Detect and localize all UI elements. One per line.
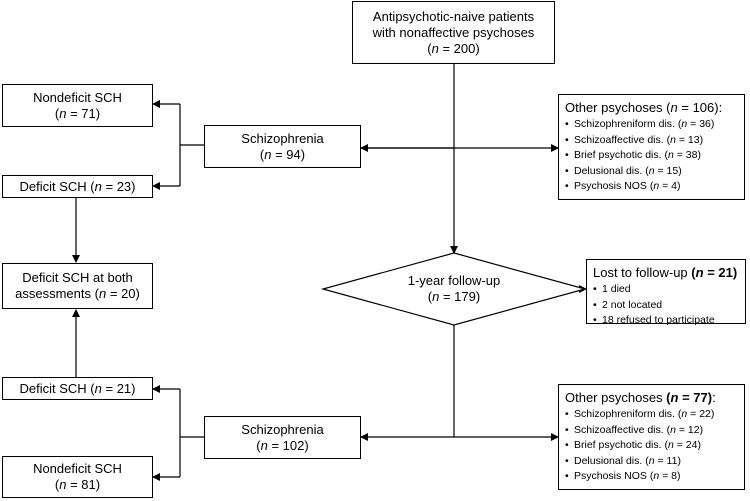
list-item: Delusional dis. (n = 15)	[565, 164, 714, 180]
lost-list: 1 died 2 not located 18 refused to parti…	[593, 282, 715, 329]
list-item: Schizoaffective dis. (n = 13)	[565, 133, 714, 149]
list-item: Schizoaffective dis. (n = 12)	[565, 423, 714, 439]
lost-box: Lost to follow-up (n = 21) 1 died 2 not …	[586, 259, 746, 328]
list-item: Psychosis NOS (n = 8)	[565, 469, 714, 485]
list-item: Brief psychotic dis. (n = 38)	[565, 148, 714, 164]
list-item: Brief psychotic dis. (n = 24)	[565, 438, 714, 454]
followup-deficit-text: Deficit SCH (n = 21)	[19, 380, 136, 396]
baseline-schizophrenia-box: Schizophrenia (n = 94)	[204, 125, 361, 168]
baseline-other-list: Schizophreniform dis. (n = 36) Schizoaff…	[565, 117, 714, 195]
baseline-schizophrenia-label: Schizophrenia	[241, 130, 324, 146]
followup-nondeficit-box: Nondeficit SCH (n = 81)	[2, 456, 153, 498]
list-item: 18 refused to participate	[593, 313, 715, 329]
top-line1: Antipsychotic-naive patients	[372, 8, 535, 24]
followup-nondeficit-label: Nondeficit SCH	[33, 461, 122, 476]
followup-schizophrenia-n: (n = 102)	[256, 437, 309, 453]
both-box: Deficit SCH at both assessments (n = 20)	[2, 263, 153, 309]
list-item: Schizophreniform dis. (n = 22)	[565, 407, 714, 423]
followup-label-text: 1-year follow-up	[407, 273, 501, 288]
baseline-deficit-text: Deficit SCH (n = 23)	[19, 178, 136, 194]
baseline-other-box: Other psychoses (n = 106): Schizophrenif…	[558, 94, 745, 200]
followup-label: 1-year follow-up (n = 179)	[363, 273, 545, 305]
top-line2: with nonaffective psychoses	[372, 24, 535, 40]
lost-title: Lost to follow-up (n = 21)	[593, 265, 738, 280]
top-n: (n = 200)	[427, 40, 480, 56]
list-item: 2 not located	[593, 298, 715, 314]
top-box: Antipsychotic-naive patients with nonaff…	[352, 1, 555, 64]
baseline-nondeficit-box: Nondeficit SCH (n = 71)	[2, 84, 153, 127]
list-item: Schizophreniform dis. (n = 36)	[565, 117, 714, 133]
both-line1: Deficit SCH at both	[22, 270, 133, 285]
list-item: 1 died	[593, 282, 715, 298]
list-item: Psychosis NOS (n = 4)	[565, 179, 714, 195]
baseline-nondeficit-label: Nondeficit SCH	[33, 89, 122, 105]
baseline-other-title: Other psychoses (n = 106):	[565, 100, 723, 115]
list-item: Delusional dis. (n = 11)	[565, 454, 714, 470]
baseline-nondeficit-n: (n = 71)	[54, 105, 101, 121]
baseline-deficit-box: Deficit SCH (n = 23)	[2, 175, 153, 198]
baseline-schizophrenia-n: (n = 94)	[259, 146, 306, 162]
followup-other-list: Schizophreniform dis. (n = 22) Schizoaff…	[565, 407, 714, 485]
followup-diamond	[320, 252, 588, 326]
followup-schizophrenia-box: Schizophrenia (n = 102)	[204, 416, 361, 459]
followup-other-box: Other psychoses (n = 77): Schizophrenifo…	[558, 384, 745, 490]
both-line2: assessments (n = 20)	[15, 286, 140, 301]
followup-deficit-box: Deficit SCH (n = 21)	[2, 377, 153, 400]
followup-n: (n = 179)	[427, 289, 481, 304]
followup-nondeficit-n: (n = 81)	[54, 477, 101, 492]
followup-other-title: Other psychoses (n = 77):	[565, 390, 716, 405]
followup-schizophrenia-label: Schizophrenia	[241, 421, 324, 437]
